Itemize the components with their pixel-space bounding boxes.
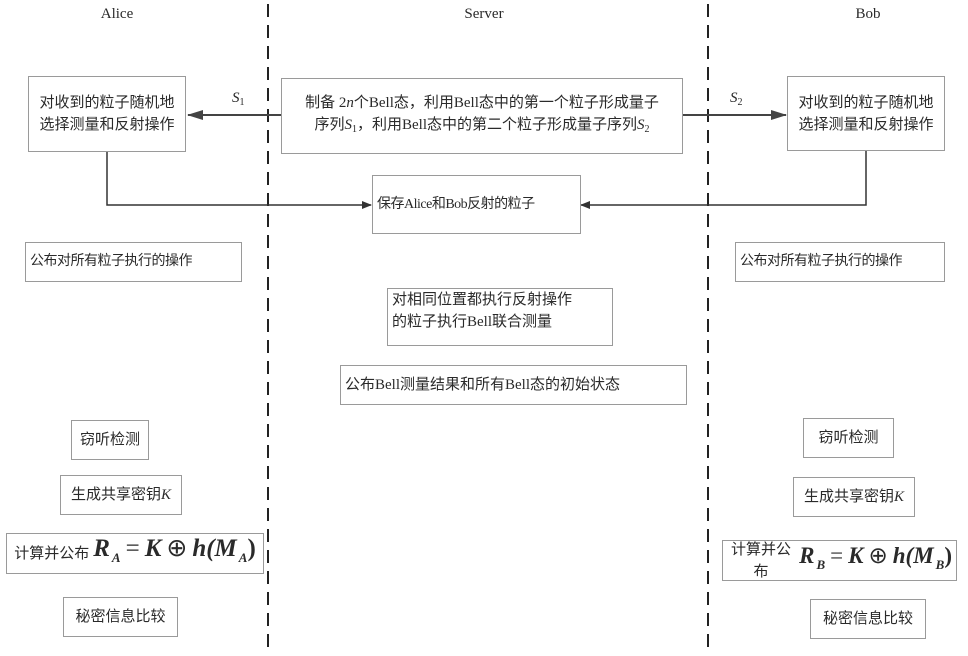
bob-generate-key-box: 生成共享密钥K [793, 477, 915, 517]
bob-publish-ops-text: 公布对所有粒子执行的操作 [740, 251, 902, 273]
alice-receive-box: 对收到的粒子随机地 选择测量和反射操作 [28, 76, 186, 152]
alice-generate-key-box: 生成共享密钥K [60, 475, 182, 515]
server-publish-results-text: 公布Bell测量结果和所有Bell态的初始状态 [345, 374, 620, 396]
alice-compare-text: 秘密信息比较 [75, 606, 165, 628]
alice-compute-text: 计算并公布 [14, 543, 89, 565]
server-bell-measure-box: 对相同位置都执行反射操作 的粒子执行Bell联合测量 [387, 288, 613, 346]
alice-publish-ops-box: 公布对所有粒子执行的操作 [25, 242, 242, 282]
bob-receive-line2: 选择测量和反射操作 [798, 114, 933, 136]
bob-receive-box: 对收到的粒子随机地 选择测量和反射操作 [787, 76, 945, 151]
arrow-s1-label: S1 [232, 90, 245, 108]
server-prepare-line2: 序列S1，利用Bell态中的第二个粒子形成量子序列S2 [314, 114, 649, 141]
lane-title-server: Server [464, 6, 503, 23]
server-bell-measure-line1: 对相同位置都执行反射操作 [392, 289, 572, 311]
alice-compute-publish-box: 计算并公布 RA=K⊕h(MA) [6, 533, 264, 574]
alice-receive-line2: 选择测量和反射操作 [39, 114, 174, 136]
bob-compute-publish-box: 计算并公布 RB=K⊕h(MB) [722, 540, 957, 581]
alice-compare-box: 秘密信息比较 [63, 597, 178, 637]
bob-key-symbol: K [894, 486, 904, 508]
server-prepare-line1: 制备 2n个Bell态，利用Bell态中的第一个粒子形成量子 [305, 92, 659, 114]
bob-receive-line1: 对收到的粒子随机地 [798, 92, 933, 114]
arrow-bob-to-save [581, 150, 866, 205]
bob-compare-box: 秘密信息比较 [810, 599, 926, 639]
alice-receive-line1: 对收到的粒子随机地 [39, 92, 174, 114]
alice-eavesdrop-box: 窃听检测 [71, 420, 149, 460]
bob-compute-text: 计算并公布 [727, 539, 795, 583]
lane-title-bob: Bob [855, 6, 880, 23]
alice-generate-key-text: 生成共享密钥 [71, 484, 161, 506]
lane-title-alice: Alice [101, 6, 133, 23]
arrow-s2-label: S2 [730, 90, 743, 108]
server-prepare-box: 制备 2n个Bell态，利用Bell态中的第一个粒子形成量子 序列S1，利用Be… [281, 78, 683, 154]
server-bell-measure-line2: 的粒子执行Bell联合测量 [392, 311, 552, 333]
bob-formula: RB=K⊕h(MB) [799, 545, 952, 576]
server-save-text: 保存Alice和Bob反射的粒子 [377, 194, 535, 216]
bob-eavesdrop-text: 窃听检测 [818, 427, 878, 449]
server-save-box: 保存Alice和Bob反射的粒子 [372, 175, 581, 234]
bob-publish-ops-box: 公布对所有粒子执行的操作 [735, 242, 945, 282]
arrow-alice-to-save [107, 152, 371, 205]
bob-eavesdrop-box: 窃听检测 [803, 418, 894, 458]
alice-eavesdrop-text: 窃听检测 [80, 429, 140, 451]
server-publish-results-box: 公布Bell测量结果和所有Bell态的初始状态 [340, 365, 687, 405]
alice-formula: RA=K⊕h(MA) [93, 538, 256, 569]
alice-key-symbol: K [161, 484, 171, 506]
bob-compare-text: 秘密信息比较 [823, 608, 913, 630]
bob-generate-key-text: 生成共享密钥 [804, 486, 894, 508]
alice-publish-ops-text: 公布对所有粒子执行的操作 [30, 251, 192, 273]
